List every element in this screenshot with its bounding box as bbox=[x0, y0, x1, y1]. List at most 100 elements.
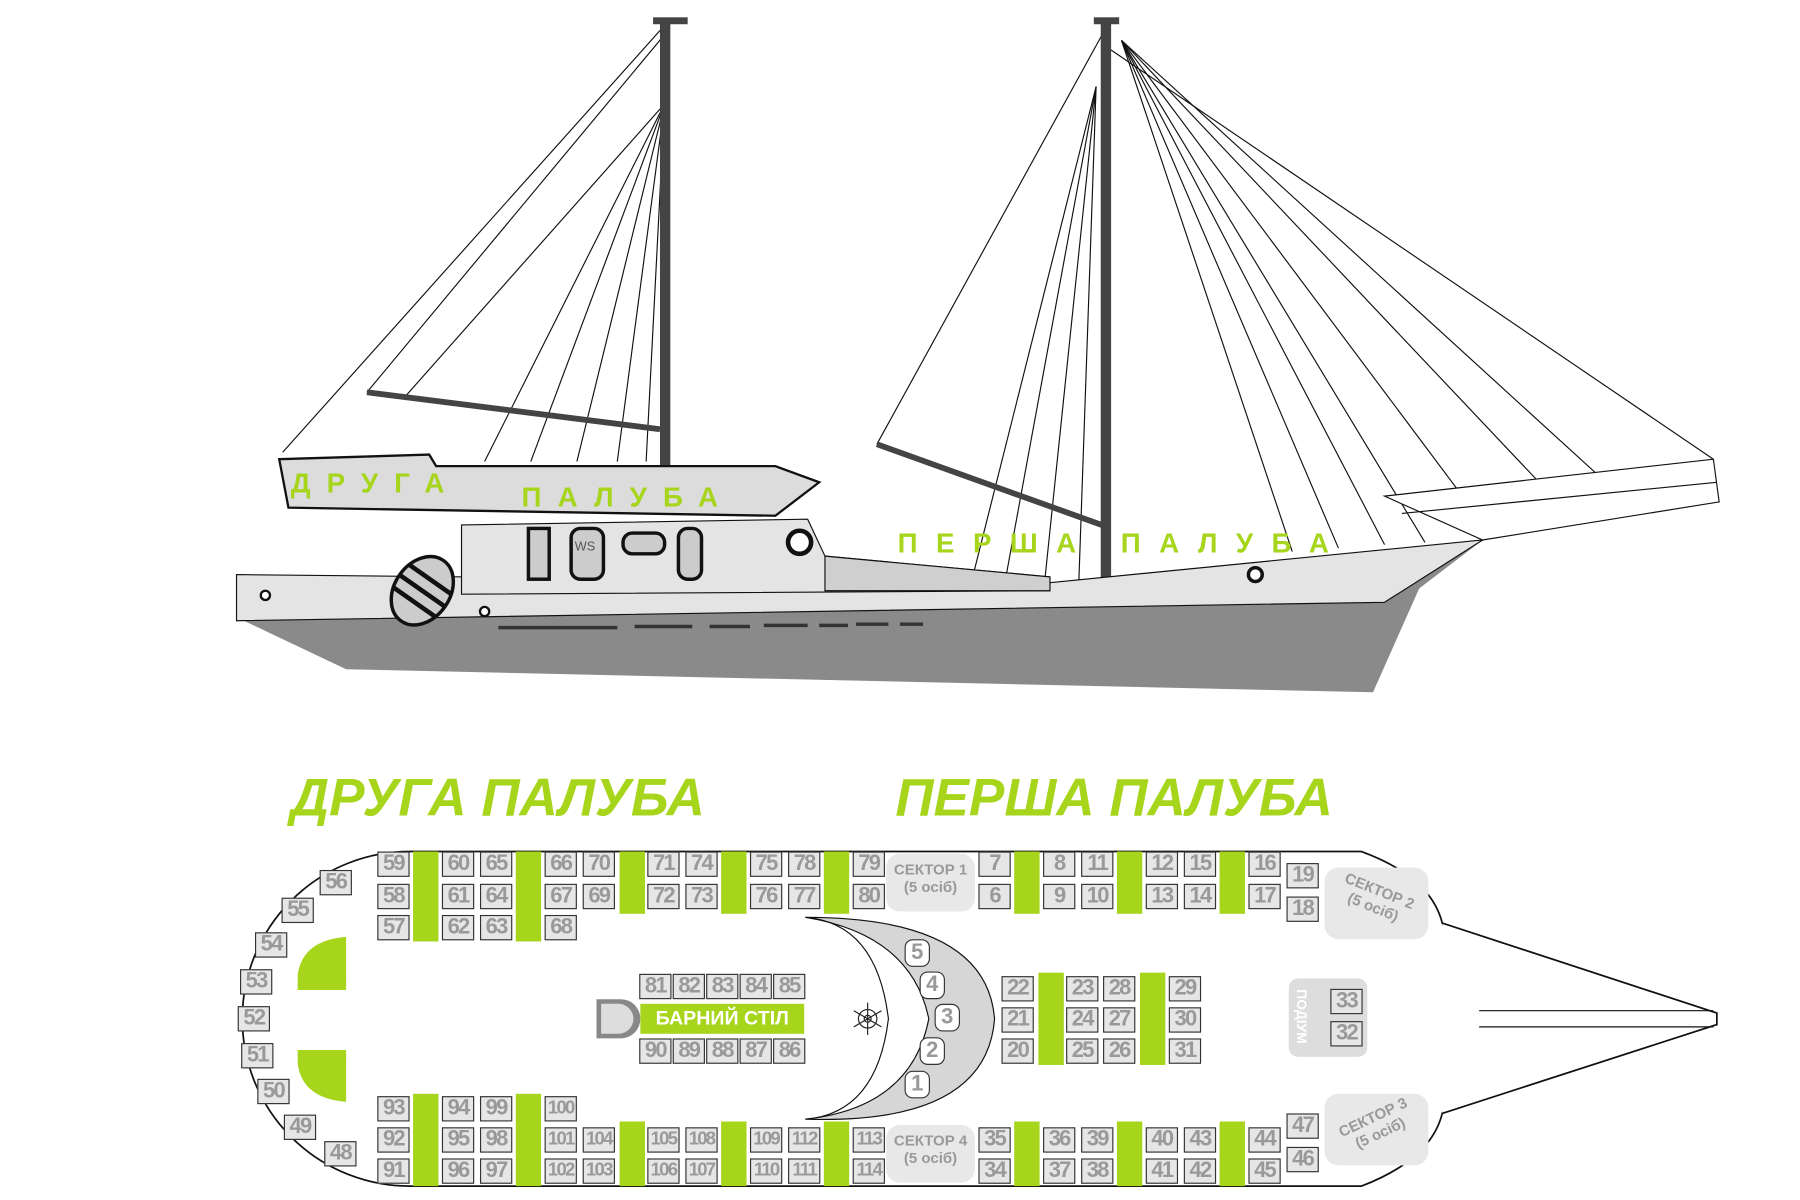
seat-78[interactable]: 78 bbox=[788, 851, 821, 877]
seat-108[interactable]: 108 bbox=[685, 1127, 718, 1153]
seat-47[interactable]: 47 bbox=[1286, 1113, 1319, 1139]
stage-seat-2[interactable]: 2 bbox=[919, 1037, 945, 1065]
seat-113[interactable]: 113 bbox=[852, 1127, 885, 1153]
seat-98[interactable]: 98 bbox=[479, 1127, 513, 1153]
seat-59[interactable]: 59 bbox=[377, 851, 410, 877]
seat-91[interactable]: 91 bbox=[377, 1158, 410, 1184]
seat-13[interactable]: 13 bbox=[1145, 883, 1179, 910]
seat-60[interactable]: 60 bbox=[441, 851, 475, 877]
seat-20[interactable]: 20 bbox=[1001, 1038, 1034, 1064]
seat-21[interactable]: 21 bbox=[1001, 1007, 1034, 1033]
seat-41[interactable]: 41 bbox=[1145, 1158, 1179, 1184]
seat-80[interactable]: 80 bbox=[852, 883, 885, 910]
seat-10[interactable]: 10 bbox=[1081, 883, 1114, 910]
seat-18[interactable]: 18 bbox=[1286, 896, 1319, 922]
seat-45[interactable]: 45 bbox=[1248, 1158, 1281, 1184]
seat-31[interactable]: 31 bbox=[1168, 1038, 1202, 1064]
seat-99[interactable]: 99 bbox=[479, 1096, 513, 1122]
seat-17[interactable]: 17 bbox=[1248, 883, 1281, 910]
seat-104[interactable]: 104 bbox=[582, 1127, 615, 1153]
seat-56[interactable]: 56 bbox=[319, 869, 352, 896]
seat-28[interactable]: 28 bbox=[1103, 976, 1136, 1002]
seat-101[interactable]: 101 bbox=[544, 1127, 577, 1153]
seat-42[interactable]: 42 bbox=[1183, 1158, 1217, 1184]
seat-79[interactable]: 79 bbox=[852, 851, 885, 877]
seat-46[interactable]: 46 bbox=[1286, 1146, 1319, 1173]
seat-61[interactable]: 61 bbox=[441, 883, 475, 910]
seat-111[interactable]: 111 bbox=[788, 1158, 821, 1184]
seat-93[interactable]: 93 bbox=[377, 1096, 410, 1122]
seat-92[interactable]: 92 bbox=[377, 1127, 410, 1153]
seat-55[interactable]: 55 bbox=[281, 897, 314, 924]
seat-29[interactable]: 29 bbox=[1168, 976, 1202, 1002]
seat-81[interactable]: 81 bbox=[639, 973, 672, 1000]
seat-94[interactable]: 94 bbox=[441, 1096, 475, 1122]
seat-8[interactable]: 8 bbox=[1043, 851, 1076, 877]
seat-65[interactable]: 65 bbox=[479, 851, 513, 877]
seat-54[interactable]: 54 bbox=[254, 932, 288, 958]
seat-84[interactable]: 84 bbox=[739, 973, 772, 1000]
seat-51[interactable]: 51 bbox=[241, 1043, 274, 1069]
seat-50[interactable]: 50 bbox=[257, 1078, 290, 1105]
seat-52[interactable]: 52 bbox=[237, 1006, 270, 1032]
seat-70[interactable]: 70 bbox=[582, 851, 615, 877]
seat-53[interactable]: 53 bbox=[239, 969, 273, 995]
seat-96[interactable]: 96 bbox=[441, 1158, 475, 1184]
seat-48[interactable]: 48 bbox=[324, 1141, 357, 1167]
seat-75[interactable]: 75 bbox=[749, 851, 783, 877]
seat-63[interactable]: 63 bbox=[479, 914, 513, 941]
seat-88[interactable]: 88 bbox=[706, 1038, 739, 1064]
seat-100[interactable]: 100 bbox=[544, 1096, 577, 1122]
seat-7[interactable]: 7 bbox=[978, 851, 1011, 877]
seat-32[interactable]: 32 bbox=[1330, 1021, 1363, 1047]
seat-38[interactable]: 38 bbox=[1081, 1158, 1114, 1184]
seat-76[interactable]: 76 bbox=[749, 883, 783, 910]
seat-15[interactable]: 15 bbox=[1183, 851, 1217, 877]
seat-89[interactable]: 89 bbox=[672, 1038, 705, 1064]
seat-85[interactable]: 85 bbox=[773, 973, 806, 1000]
seat-82[interactable]: 82 bbox=[672, 973, 705, 1000]
seat-95[interactable]: 95 bbox=[441, 1127, 475, 1153]
sector-2[interactable]: СЕКТОР 2 (5 осіб) bbox=[1324, 867, 1429, 940]
seat-83[interactable]: 83 bbox=[706, 973, 739, 1000]
seat-16[interactable]: 16 bbox=[1248, 851, 1281, 877]
stage-seat-1[interactable]: 1 bbox=[904, 1070, 930, 1099]
sector-4[interactable]: СЕКТОР 4 (5 осіб) bbox=[886, 1124, 975, 1183]
seat-102[interactable]: 102 bbox=[544, 1158, 577, 1184]
seat-26[interactable]: 26 bbox=[1103, 1038, 1136, 1064]
seat-67[interactable]: 67 bbox=[544, 883, 577, 910]
seat-72[interactable]: 72 bbox=[647, 883, 680, 910]
seat-62[interactable]: 62 bbox=[441, 914, 475, 941]
seat-69[interactable]: 69 bbox=[582, 883, 615, 910]
seat-103[interactable]: 103 bbox=[582, 1158, 615, 1184]
seat-66[interactable]: 66 bbox=[544, 851, 577, 877]
seat-90[interactable]: 90 bbox=[639, 1038, 672, 1064]
seat-27[interactable]: 27 bbox=[1103, 1007, 1136, 1033]
seat-14[interactable]: 14 bbox=[1183, 883, 1217, 910]
seat-34[interactable]: 34 bbox=[978, 1158, 1011, 1184]
seat-43[interactable]: 43 bbox=[1183, 1127, 1217, 1153]
seat-58[interactable]: 58 bbox=[377, 883, 410, 910]
seat-40[interactable]: 40 bbox=[1145, 1127, 1179, 1153]
stage-seat-5[interactable]: 5 bbox=[904, 939, 930, 967]
seat-9[interactable]: 9 bbox=[1043, 883, 1076, 910]
seat-71[interactable]: 71 bbox=[647, 851, 680, 877]
seat-23[interactable]: 23 bbox=[1066, 976, 1099, 1002]
seat-114[interactable]: 114 bbox=[852, 1158, 885, 1184]
seat-36[interactable]: 36 bbox=[1043, 1127, 1076, 1153]
seat-64[interactable]: 64 bbox=[479, 883, 513, 910]
seat-110[interactable]: 110 bbox=[749, 1158, 783, 1184]
seat-33[interactable]: 33 bbox=[1330, 988, 1363, 1015]
seat-12[interactable]: 12 bbox=[1145, 851, 1179, 877]
stage-seat-3[interactable]: 3 bbox=[934, 1003, 960, 1032]
seat-73[interactable]: 73 bbox=[685, 883, 718, 910]
seat-97[interactable]: 97 bbox=[479, 1158, 513, 1184]
seat-86[interactable]: 86 bbox=[773, 1038, 806, 1064]
seat-105[interactable]: 105 bbox=[647, 1127, 680, 1153]
seat-68[interactable]: 68 bbox=[544, 914, 577, 941]
seat-74[interactable]: 74 bbox=[685, 851, 718, 877]
seat-44[interactable]: 44 bbox=[1248, 1127, 1281, 1153]
seat-112[interactable]: 112 bbox=[788, 1127, 821, 1153]
seat-37[interactable]: 37 bbox=[1043, 1158, 1076, 1184]
seat-106[interactable]: 106 bbox=[647, 1158, 680, 1184]
